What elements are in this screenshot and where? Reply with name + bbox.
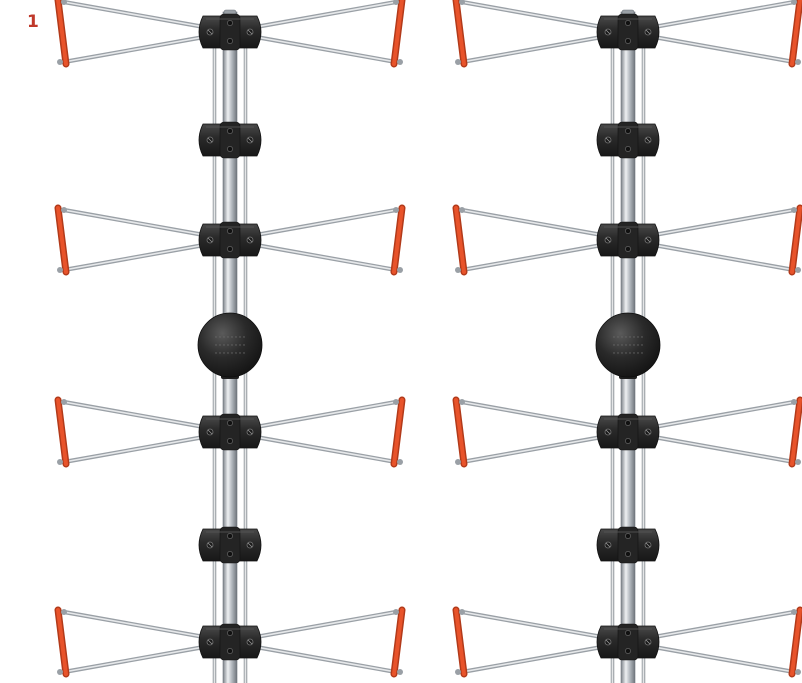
antenna-1	[54, 0, 406, 683]
mast-mid-clamp	[596, 526, 660, 564]
mast-mid-clamp	[596, 121, 660, 159]
mast-mid-clamp	[198, 121, 262, 159]
bowtie-hub-clamp	[596, 413, 660, 451]
bowtie-hub-clamp	[198, 13, 262, 51]
balun-sphere	[595, 312, 661, 379]
bowtie-element	[452, 204, 802, 276]
bowtie-element	[452, 0, 802, 68]
bowtie-element	[54, 0, 406, 68]
bowtie-element	[54, 396, 406, 468]
bowtie-hub-clamp	[596, 623, 660, 661]
bowtie-element	[54, 204, 406, 276]
bowtie-hub-clamp	[198, 413, 262, 451]
antenna-2	[452, 0, 802, 683]
mast-mid-clamp	[198, 526, 262, 564]
bowtie-element	[54, 606, 406, 678]
bowtie-hub-clamp	[198, 623, 262, 661]
bowtie-element	[452, 396, 802, 468]
bowtie-hub-clamp	[198, 221, 262, 259]
bowtie-hub-clamp	[596, 221, 660, 259]
bowtie-element	[452, 606, 802, 678]
bowtie-hub-clamp	[596, 13, 660, 51]
figure-label: 1	[27, 12, 39, 32]
balun-sphere	[197, 312, 263, 379]
